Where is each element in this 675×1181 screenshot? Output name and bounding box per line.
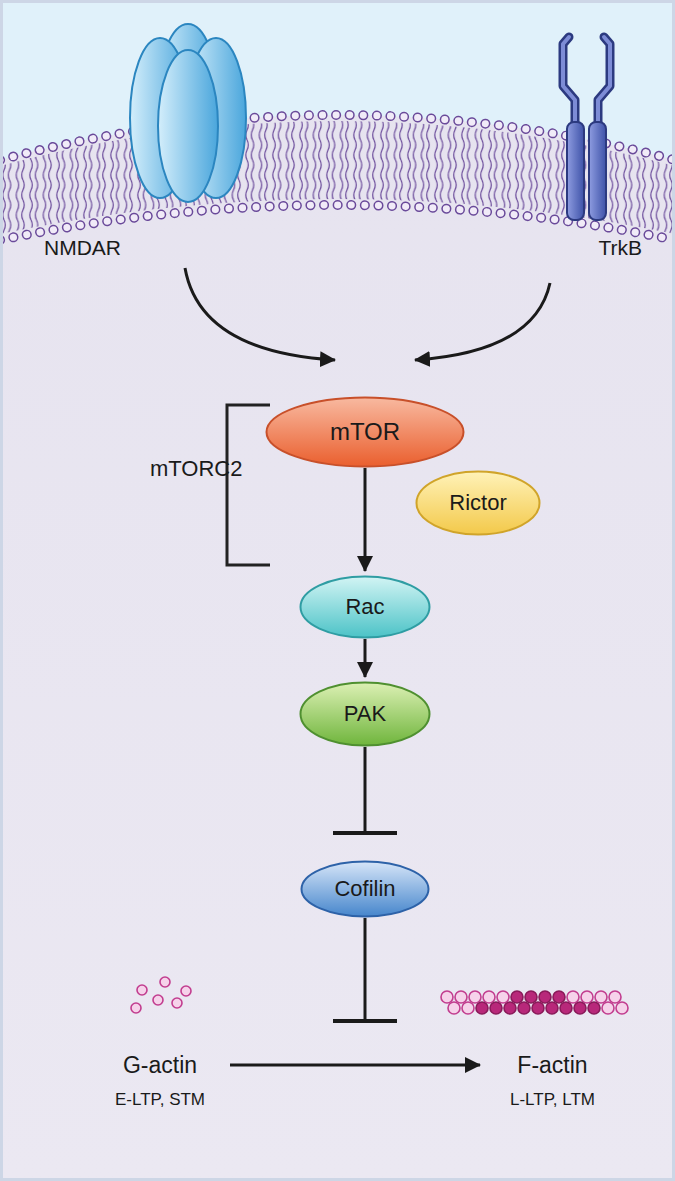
activation-arrow [415,283,550,360]
ellipse-shape [417,472,540,535]
node-label: Rac [345,594,384,620]
actin-subunit [455,991,467,1003]
actin-subunit [616,1002,628,1014]
protein-ellipse: Rac [299,575,431,639]
actin-subunit [504,1002,516,1014]
actin-subunit [476,1002,488,1014]
actin-subunit [448,1002,460,1014]
actin-subunit [469,991,481,1003]
node-sublabel: E-LTP, STM [115,1090,205,1110]
activation-arrow [364,468,367,571]
f-actin-filament [441,991,628,1014]
actin-monomer [160,977,170,987]
ellipse-shape [301,683,430,746]
actin-subunit [441,991,453,1003]
actin-subunit [546,1002,558,1014]
ellipse-shape [302,862,429,917]
receptor-node: TrkB [540,25,650,260]
actin-subunit [525,991,537,1003]
actin-monomer [137,985,147,995]
actin-subunit [497,991,509,1003]
node-label: Rictor [449,490,506,516]
complex-label: mTORC2 [150,456,243,482]
actin-monomer [131,1003,141,1013]
actin-subunit [588,1002,600,1014]
activation-arrow [185,268,335,360]
receptor-node: NMDAR [40,20,250,260]
protein-ellipse: Cofilin [300,860,430,918]
inhibition-line [364,918,367,1020]
node-label: Cofilin [334,876,395,902]
actin-subunit [462,1002,474,1014]
inhibition-bar [333,1019,397,1023]
actin-subunit [553,991,565,1003]
inhibition-connector [364,747,367,833]
node-label: G-actin [123,1048,197,1082]
cofilin-inhibition [333,918,397,1021]
actin-subunit [532,1002,544,1014]
activation-arrow [364,639,367,677]
actin-subunit [595,991,607,1003]
node-label: TrkB [598,235,642,260]
receptor-arm [563,37,575,130]
actin-subunit [490,1002,502,1014]
complex-bracket [227,405,270,565]
actin-subunit [574,1002,586,1014]
receptor-domain [589,122,606,220]
ellipse-shape [301,577,430,638]
actin-monomer [181,986,191,996]
trkb-receptor [563,37,610,220]
actin-subunit [609,991,621,1003]
actin-subunit [581,991,593,1003]
node-label: mTOR [330,418,400,447]
activation-arrow [230,1064,480,1067]
node-label: F-actin [517,1048,587,1082]
subunit-ellipse: Rictor [415,470,541,536]
g-actin-monomers [131,977,191,1013]
actin-subunit [560,1002,572,1014]
actin-monomer [172,998,182,1008]
actin-subunit [602,1002,614,1014]
receptor-arm [563,37,575,130]
protein-ellipse: PAK [299,681,431,747]
actin-subunit [518,1002,530,1014]
receptor-subunit [158,50,218,202]
node-sublabel: L-LTP, LTM [510,1090,595,1110]
ellipse-shape [267,398,464,467]
receptor-arm [598,37,610,130]
nmda-receptor [130,24,246,202]
node-label: NMDAR [44,235,121,260]
actin-subunit [567,991,579,1003]
actin-subunit [483,991,495,1003]
actin-state-node: G-actinE-LTP, STM [90,1048,230,1123]
node-label: PAK [344,701,386,727]
lipid-tails [0,121,675,234]
lipid-bilayer [0,115,675,240]
receptor-domain [567,122,584,220]
actin-subunit [511,991,523,1003]
actin-subunit [539,991,551,1003]
kinase-ellipse: mTOR [265,396,465,468]
actin-monomer [153,995,163,1005]
actin-state-node: F-actinL-LTP, LTM [480,1048,625,1123]
receptor-arm [598,37,610,130]
